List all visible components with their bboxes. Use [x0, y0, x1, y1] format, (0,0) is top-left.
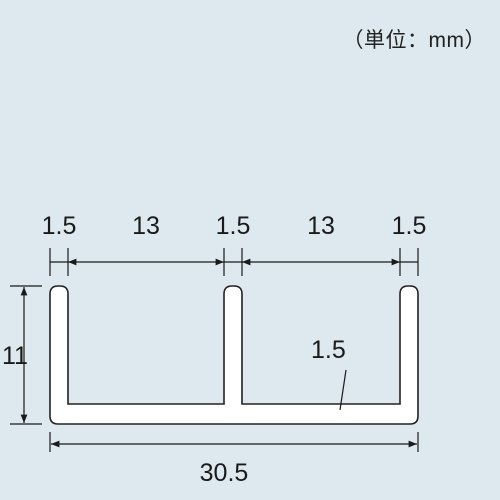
dim-label-thickness: 1.5 — [311, 336, 346, 364]
total-width-dimension — [49, 432, 419, 452]
dim-label-height: 11 — [2, 342, 28, 370]
dim-label-right-gap: 13 — [307, 212, 335, 240]
dim-label-left-wall: 1.5 — [42, 212, 77, 240]
channel-profile — [49, 285, 419, 425]
unit-note: （単位：mm） — [342, 29, 486, 52]
dim-label-center-wall: 1.5 — [216, 212, 251, 240]
thickness-leader — [339, 369, 347, 411]
dim-label-total-width: 30.5 — [200, 459, 249, 487]
height-dimension — [10, 285, 42, 425]
dim-label-right-wall: 1.5 — [392, 212, 427, 240]
dim-label-left-gap: 13 — [132, 212, 160, 240]
